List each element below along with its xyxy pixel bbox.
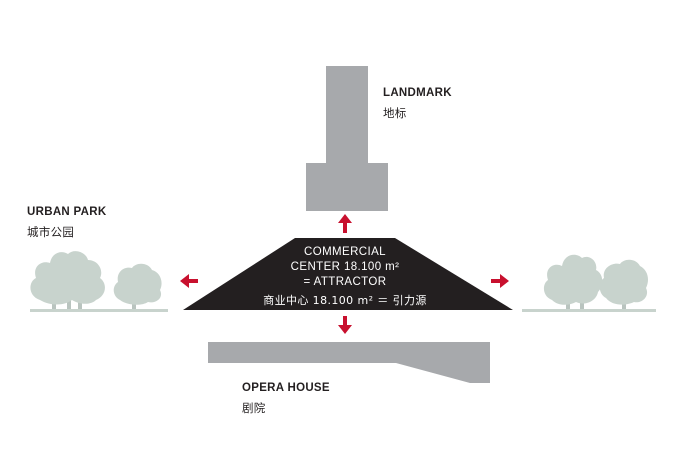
ground-line-right <box>522 309 656 312</box>
tree-left-large-icon <box>30 251 105 310</box>
opera-house-label: OPERA HOUSE 剧院 <box>242 381 330 416</box>
opera-house-label-zh: 剧院 <box>242 400 266 415</box>
arrow-down-icon <box>338 316 352 334</box>
center-title-line1: COMMERCIAL <box>304 246 386 258</box>
commercial-center-shape <box>183 238 513 310</box>
tree-left-small-icon <box>113 263 162 310</box>
urban-park-label: URBAN PARK 城市公园 <box>27 205 106 240</box>
landmark-building <box>306 66 388 211</box>
center-title-line3: = ATTRACTOR <box>303 276 387 288</box>
opera-house-label-en: OPERA HOUSE <box>242 382 330 394</box>
landmark-label-en: LANDMARK <box>383 87 452 99</box>
tree-right-large-icon <box>543 254 603 310</box>
arrow-left-icon <box>180 274 198 288</box>
tree-right-small-icon <box>599 259 648 310</box>
landmark-label: LANDMARK 地标 <box>383 86 452 121</box>
arrow-up-icon <box>338 214 352 233</box>
arrow-right-icon <box>491 274 509 288</box>
center-title-line2: CENTER 18.100 m² <box>290 261 400 273</box>
opera-house-building <box>208 342 490 383</box>
landmark-label-zh: 地标 <box>383 105 407 120</box>
ground-line-left <box>30 309 168 312</box>
urban-park-label-zh: 城市公园 <box>27 224 75 239</box>
center-title-zh: 商业中心 18.100 m² ＝ 引力源 <box>263 294 427 307</box>
urban-park-label-en: URBAN PARK <box>27 206 107 218</box>
